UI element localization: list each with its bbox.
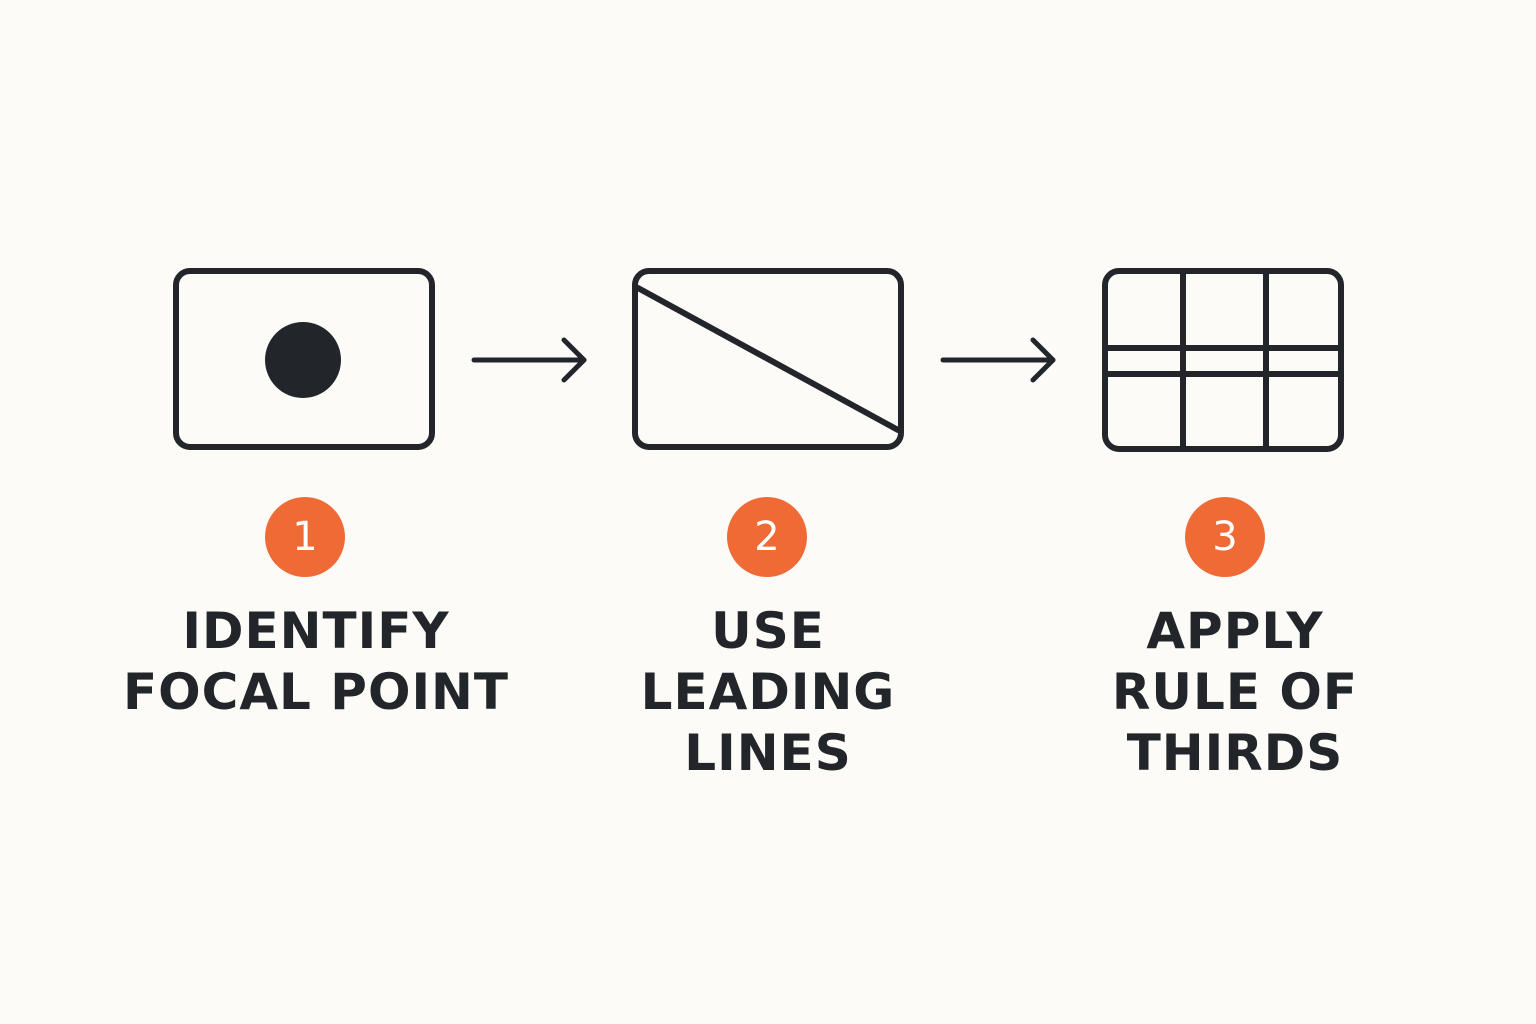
step-1-label: IDENTIFY FOCAL POINT <box>106 601 526 723</box>
step-3-label-line-3: THIRDS <box>1126 724 1344 782</box>
step-3-label-line-2: RULE OF <box>1111 663 1359 721</box>
step-1-label-line-1: IDENTIFY <box>182 602 450 660</box>
step-1-badge: 1 <box>265 497 345 577</box>
step-3-label-line-1: APPLY <box>1146 602 1324 660</box>
step-2-label-line-3: LINES <box>684 724 852 782</box>
step-2-label-line-2: LEADING <box>640 663 896 721</box>
focal-point-frame-icon <box>173 268 435 450</box>
step-1-label-line-2: FOCAL POINT <box>122 663 510 721</box>
right-arrow-icon <box>471 337 587 383</box>
rule-of-thirds-grid-icon <box>1102 268 1344 452</box>
step-2-label: USE LEADING LINES <box>558 601 978 784</box>
step-3-badge: 3 <box>1185 497 1265 577</box>
leading-line <box>635 285 901 433</box>
right-arrow-icon <box>940 337 1056 383</box>
step-2-badge: 2 <box>727 497 807 577</box>
step-3-label: APPLY RULE OF THIRDS <box>1025 601 1445 784</box>
focal-point-dot <box>265 322 341 398</box>
leading-line-frame-icon <box>632 268 904 450</box>
step-2-label-line-1: USE <box>711 602 825 660</box>
